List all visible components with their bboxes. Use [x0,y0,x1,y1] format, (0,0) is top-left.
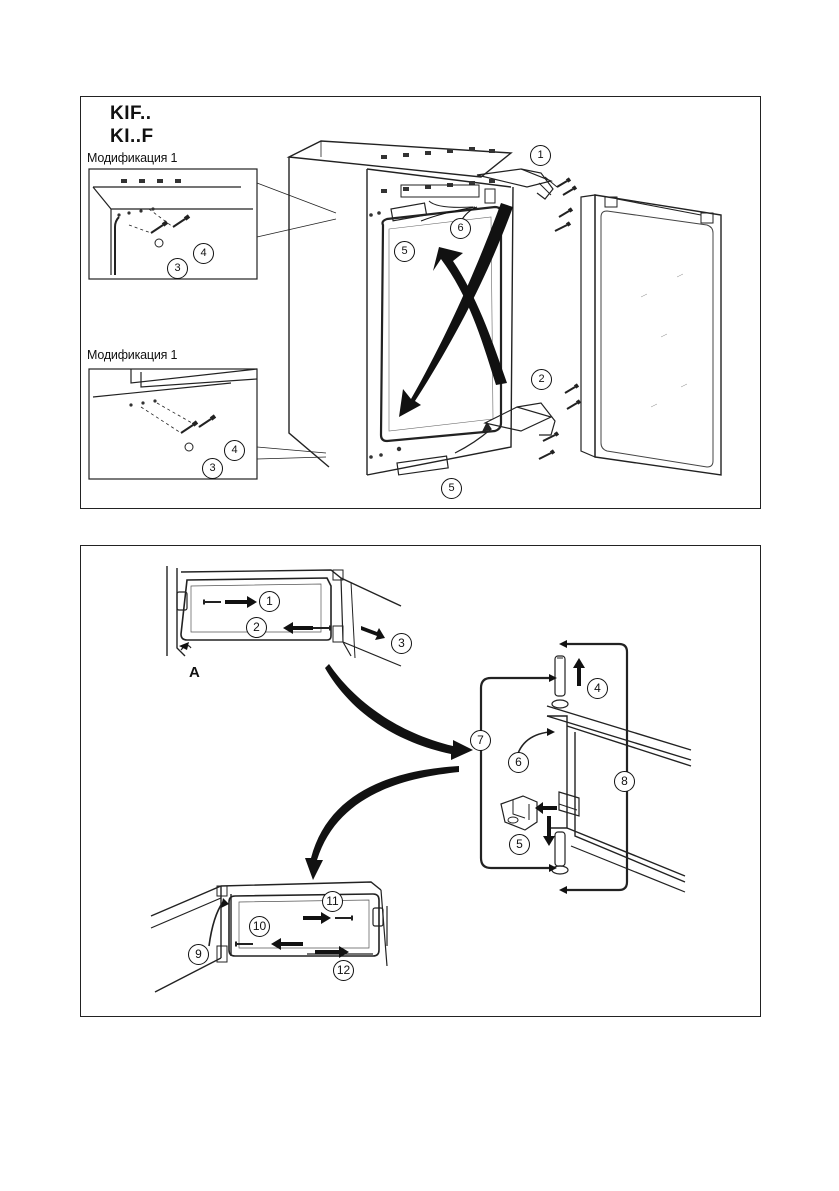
callout-2: 2 [531,369,552,390]
callout-6: 6 [508,752,529,773]
model-label-2: KI..F [110,126,154,147]
callout-5: 5 [509,834,530,855]
callout-10: 10 [249,916,270,937]
door [594,194,722,476]
hinge-detail [479,642,692,893]
swap-arrows [399,203,513,417]
callout-2: 2 [246,617,267,638]
top-diagram-panel: KIF.. KI..F Модификация 1 Модификация 1 … [80,96,761,509]
callout-12: 12 [333,960,354,981]
view-letter-a: A [189,664,200,681]
callout-3-lower: 3 [202,458,223,479]
callout-3: 3 [391,633,412,654]
callout-5-lower: 5 [441,478,462,499]
callout-1: 1 [530,145,551,166]
callout-4-upper: 4 [193,243,214,264]
inset-frame-lower [88,368,258,480]
modification-label-upper: Модификация 1 [87,151,178,165]
transfer-arrow-2 [305,766,459,880]
fridge-hinge-illustration [88,140,722,480]
inset-frame-upper [88,168,258,280]
callout-9: 9 [188,944,209,965]
bottom-diagram-panel: A 1 2 3 4 5 6 7 8 9 10 11 12 [80,545,761,1017]
callout-8: 8 [614,771,635,792]
callout-1: 1 [259,591,280,612]
door-hinge-transfer-illustration [150,566,692,993]
callout-11: 11 [322,891,343,912]
transfer-arrow-1 [325,664,473,760]
cabinet-top [286,140,513,178]
callout-6: 6 [450,218,471,239]
callout-4-lower: 4 [224,440,245,461]
callout-7: 7 [470,730,491,751]
modification-label-lower: Модификация 1 [87,348,178,362]
callout-5-upper: 5 [394,241,415,262]
model-label-1: KIF.. [110,103,152,124]
callout-4: 4 [587,678,608,699]
callout-3-upper: 3 [167,258,188,279]
